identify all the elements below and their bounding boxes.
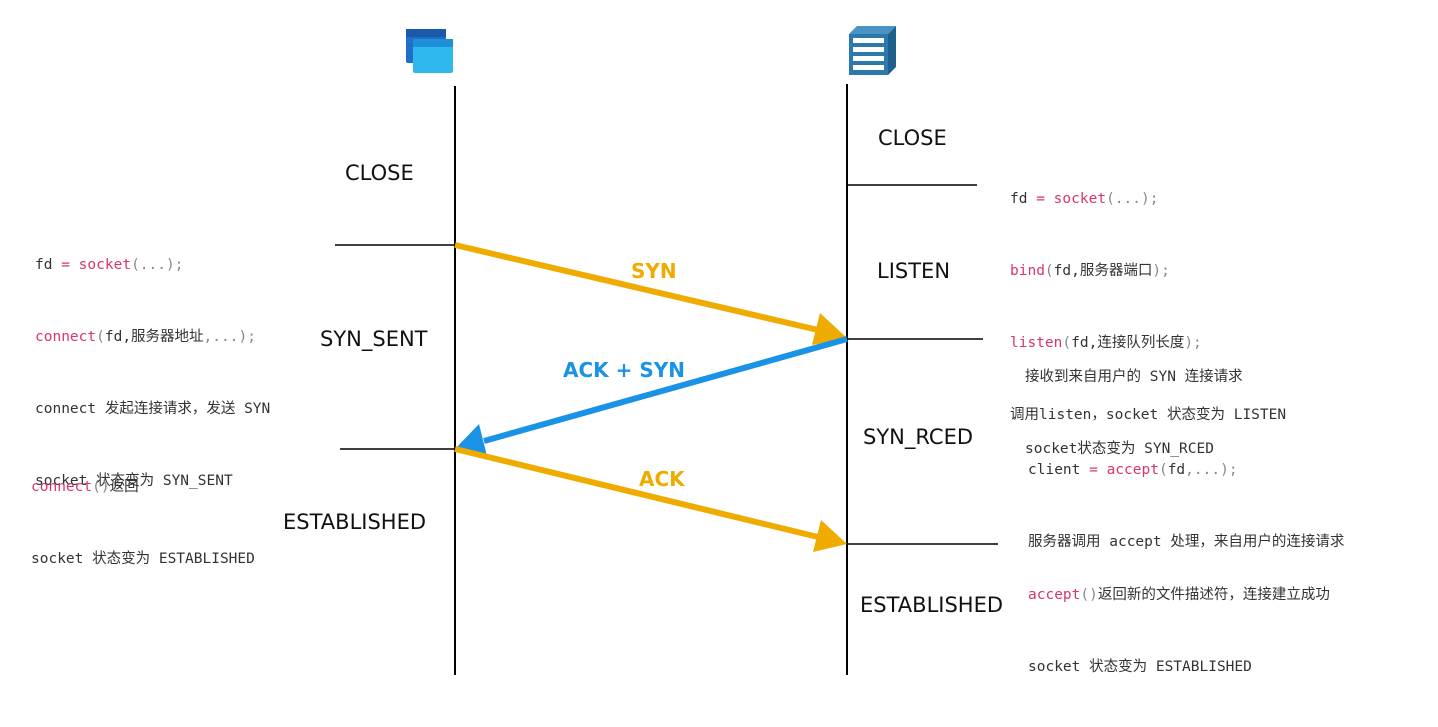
code-var: fd [1053,263,1072,279]
code-function: connect [31,479,93,495]
server-state-listen: LISTEN [877,259,951,283]
client-note-established: connect()返回 socket 状态变为 ESTABLISHED [31,427,255,619]
server-note-listen: fd = socket(...); bind(fd,服务器端口); listen… [1010,139,1286,475]
server-state-established: ESTABLISHED [860,593,1004,617]
code-text: 返回 [109,479,139,495]
code-args: ,...); [1185,462,1238,478]
code-paren: ( [1158,462,1168,478]
code-text: ,连接队列长度 [1088,335,1185,351]
code-text: 返回新的文件描述符，连接建立成功 [1097,587,1330,603]
code-var: fd [104,329,123,345]
code-var: fd [1010,191,1037,207]
ack-label: ACK [639,467,685,491]
server-state-close: CLOSE [878,126,947,150]
code-operator: = [1089,462,1107,478]
code-text: ,服务器地址 [122,329,204,345]
code-function: socket [78,257,132,273]
server-note-established: accept()返回新的文件描述符，连接建立成功 socket 状态变为 EST… [1028,535,1330,727]
server-note-accept: client = accept(fd,...); 服务器调用 accept 处理… [1028,410,1344,602]
code-paren: () [92,479,110,495]
code-line: fd = socket(...); [1010,187,1286,211]
code-paren: () [1080,587,1098,603]
code-text: ,服务器端口 [1071,263,1153,279]
code-line: listen(fd,连接队列长度); [1010,331,1286,355]
code-paren: ( [1044,263,1054,279]
ack-syn-label: ACK + SYN [563,358,685,382]
code-function: accept [1028,587,1081,603]
ack-syn-arrow [455,336,848,456]
code-args: (...); [131,257,184,273]
code-operator: = [61,257,79,273]
code-function: listen [1010,335,1063,351]
code-args: ); [1152,263,1170,279]
code-var: fd [35,257,62,273]
note-text: socket 状态变为 ESTABLISHED [1028,659,1252,675]
note-text: 调用listen，socket 状态变为 LISTEN [1010,407,1287,423]
note-text: socket状态变为 SYN_RCED [1025,441,1214,457]
code-paren: ( [96,329,105,345]
note-text: connect 发起连接请求，发送 SYN [35,401,271,417]
ack-arrow [454,446,847,552]
application-window-icon [406,29,453,73]
syn-label: SYN [631,259,677,283]
code-function: bind [1010,263,1045,279]
code-var: client [1028,462,1090,478]
note-text: 服务器调用 accept 处理，来自用户的连接请求 [1028,534,1345,550]
server-note-syn-received: 接收到来自用户的 SYN 连接请求 socket状态变为 SYN_RCED [1025,317,1243,509]
code-line: connect()返回 [31,475,255,499]
tcp-handshake-diagram: CLOSE SYN_SENT ESTABLISHED CLOSE LISTEN … [31,26,1344,675]
code-line: accept()返回新的文件描述符，连接建立成功 [1028,583,1330,607]
note-text: 接收到来自用户的 SYN 连接请求 [1025,369,1243,385]
code-line: bind(fd,服务器端口); [1010,259,1286,283]
note-text: socket 状态变为 ESTABLISHED [31,551,255,567]
code-var: fd [1071,335,1089,351]
client-note-connect: fd = socket(...); connect(fd,服务器地址,...);… [35,205,270,541]
code-args: ); [1184,335,1202,351]
code-line: fd = socket(...); [35,253,270,277]
code-operator: = [1036,191,1054,207]
diagram-canvas [335,26,998,675]
code-function: connect [35,329,97,345]
server-rack-icon [849,26,896,75]
client-state-close: CLOSE [345,161,414,185]
code-var: fd [1167,462,1186,478]
note-text: socket 状态变为 SYN_SENT [35,473,233,489]
client-state-syn-sent: SYN_SENT [320,327,428,351]
code-line: connect(fd,服务器地址,...); [35,325,270,349]
code-args: ,...); [203,329,256,345]
server-state-syn-rced: SYN_RCED [863,425,974,449]
syn-arrow [454,242,847,345]
code-args: (...); [1106,191,1159,207]
client-state-established: ESTABLISHED [283,510,427,534]
code-function: socket [1053,191,1107,207]
code-function: accept [1106,462,1159,478]
code-paren: ( [1062,335,1072,351]
code-line: client = accept(fd,...); [1028,458,1344,482]
